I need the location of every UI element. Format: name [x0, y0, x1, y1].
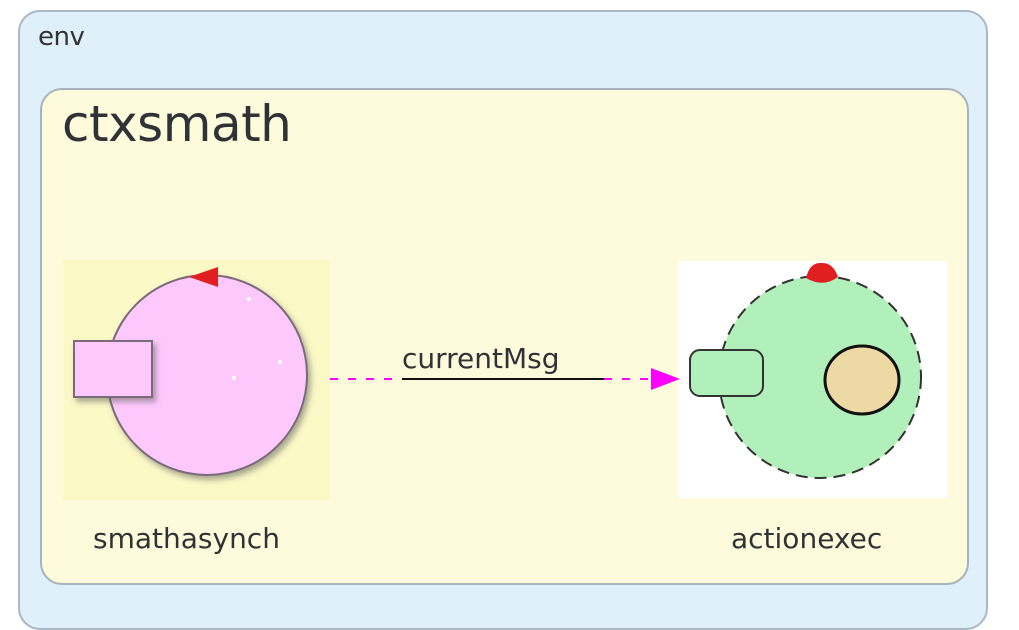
env-label: env [38, 22, 85, 52]
source-node[interactable] [63, 260, 330, 500]
context-label: ctxsmath [62, 95, 292, 153]
connection-label: currentMsg [402, 342, 560, 375]
arrowhead-icon [651, 368, 680, 390]
target-node[interactable] [678, 261, 947, 498]
connection-current-msg[interactable]: currentMsg [330, 342, 680, 390]
source-dot-2 [278, 360, 282, 364]
inner-state[interactable] [823, 344, 901, 416]
source-dot-1 [247, 297, 251, 301]
source-start-marker-icon [189, 267, 218, 287]
target-port[interactable] [689, 349, 764, 397]
target-start-marker-icon [806, 262, 838, 283]
source-node-label: smathasynch [93, 522, 280, 555]
source-port[interactable] [73, 340, 153, 398]
diagram-canvas: currentMsg [63, 260, 947, 500]
target-node-label: actionexec [731, 522, 883, 555]
source-dot-3 [232, 376, 236, 380]
